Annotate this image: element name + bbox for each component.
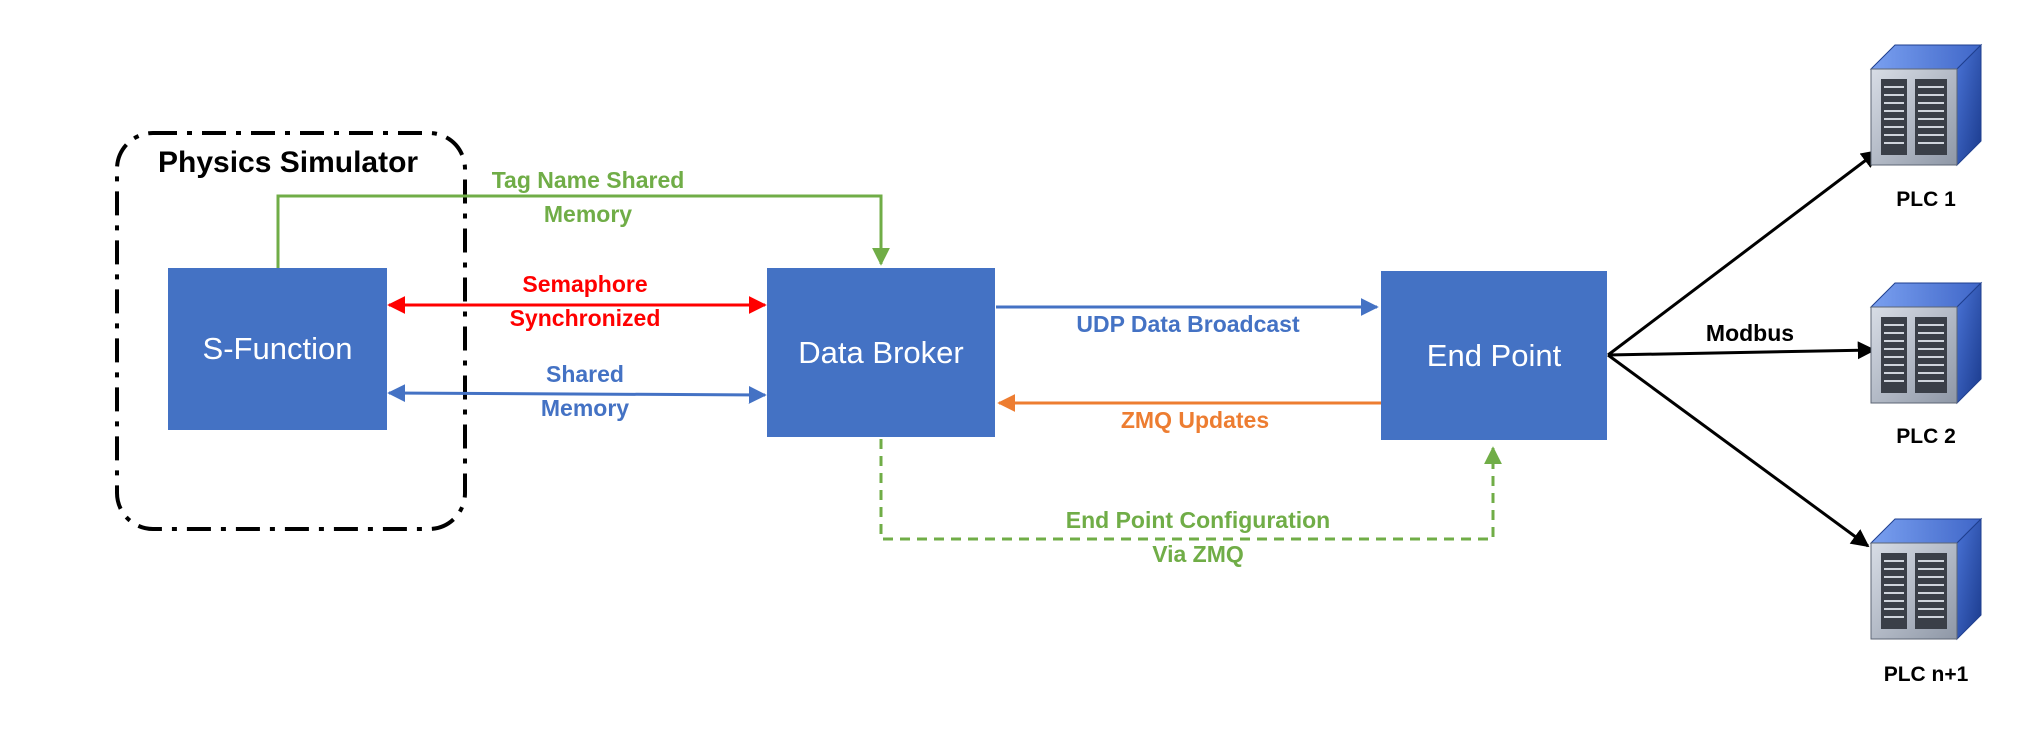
physics-simulator-group-border [115, 131, 467, 531]
modbus-label: Modbus [1705, 320, 1795, 346]
zmq-updates-label: ZMQ Updates [1120, 407, 1270, 433]
server-rack-icon [1869, 281, 1983, 405]
endpoint-config-line1: End Point Configuration [1065, 507, 1331, 533]
server-rack-icon [1869, 517, 1983, 641]
shared-memory-label: Shared Memory [485, 357, 685, 425]
plc-n1-label: PLC n+1 [1883, 663, 1969, 686]
tag-name-shared-memory-arrow [276, 194, 890, 268]
data-broker-label: Data Broker [798, 334, 964, 370]
plc-2-label: PLC 2 [1896, 425, 1956, 448]
physics-simulator-title: Physics Simulator [158, 146, 419, 179]
semaphore-synchronized-label: Semaphore Synchronized [485, 267, 685, 335]
modbus-arrow-plcn [1607, 353, 1870, 548]
tag-name-shared-memory-label: Tag Name Shared Memory [478, 163, 698, 231]
data-broker-box: Data Broker [767, 268, 995, 437]
server-rack-icon [1869, 43, 1983, 167]
shared-memory-arrow [387, 384, 767, 404]
s-function-box: S-Function [168, 268, 387, 430]
shared-memory-line1: Shared [546, 361, 624, 387]
plc-1-label: PLC 1 [1896, 188, 1956, 211]
endpoint-config-arrow [879, 439, 1502, 541]
semaphore-line1: Semaphore [522, 271, 648, 297]
end-point-label: End Point [1426, 337, 1562, 373]
semaphore-line2: Synchronized [509, 305, 661, 331]
endpoint-config-line2: Via ZMQ [1152, 541, 1244, 567]
shared-memory-line2: Memory [540, 395, 630, 421]
endpoint-config-label: End Point Configuration Via ZMQ [1038, 503, 1358, 571]
modbus-arrow-plc1 [1607, 149, 1880, 357]
udp-broadcast-label: UDP Data Broadcast [1076, 311, 1300, 337]
s-function-label: S-Function [202, 331, 353, 366]
tag-name-line2: Memory [543, 201, 633, 227]
end-point-box: End Point [1381, 271, 1607, 440]
modbus-arrow-plc2 [1607, 341, 1876, 360]
tag-name-line1: Tag Name Shared [491, 167, 685, 193]
